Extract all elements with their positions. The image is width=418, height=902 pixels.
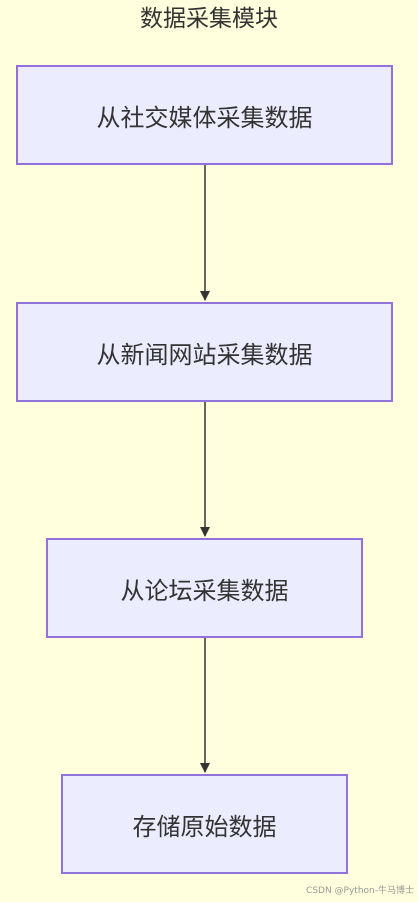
node-social-media: 从社交媒体采集数据 (16, 65, 393, 165)
node-news-sites: 从新闻网站采集数据 (16, 302, 393, 402)
node-label: 从论坛采集数据 (120, 576, 289, 605)
node-forums: 从论坛采集数据 (46, 538, 363, 638)
node-store-raw: 存储原始数据 (61, 774, 348, 874)
node-label: 存储原始数据 (132, 812, 277, 841)
diagram-title: 数据采集模块 (140, 6, 278, 32)
node-label: 从新闻网站采集数据 (96, 340, 313, 369)
watermark: CSDN @Python-牛马博士 (306, 886, 414, 896)
node-label: 从社交媒体采集数据 (96, 103, 313, 132)
